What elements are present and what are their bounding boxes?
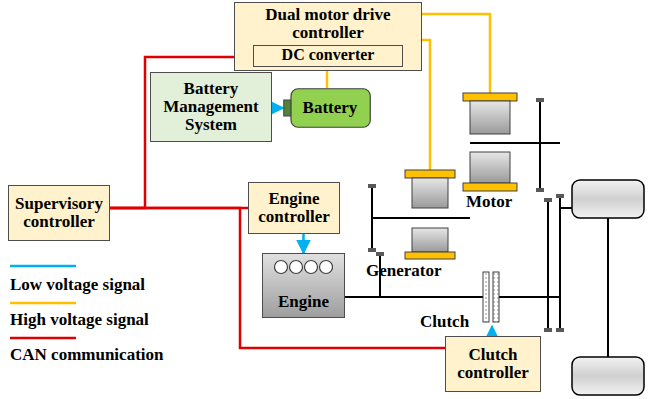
node-text: Engine <box>278 293 329 311</box>
controller-box: Clutch controller <box>445 336 541 392</box>
part-label: Clutch <box>420 313 469 332</box>
gear-teeth <box>368 98 564 332</box>
signal-line <box>272 107 283 110</box>
shafts <box>345 100 608 376</box>
node-text: Battery <box>303 99 358 117</box>
legend-line <box>10 337 76 340</box>
legend-text: CAN communication <box>10 346 163 365</box>
node-text: DC converter <box>282 47 375 64</box>
cylinder-symbols <box>273 258 333 276</box>
controller-box: Engine controller <box>248 182 340 234</box>
battery-shape: Battery <box>283 88 371 128</box>
node-text: Dual motor drive controller <box>239 6 417 42</box>
wheel <box>572 180 644 395</box>
legend-line <box>10 302 76 305</box>
generator-symbol <box>405 170 455 259</box>
controller-box: Supervisory controller <box>8 185 110 241</box>
node-text: Clutch controller <box>450 346 536 382</box>
node-text: Engine controller <box>253 190 335 226</box>
clutch-symbol <box>483 272 499 322</box>
part-label: Motor <box>466 193 512 212</box>
legend-line <box>10 265 76 268</box>
clutch-signal <box>491 326 493 336</box>
node-text: Supervisory controller <box>13 195 105 231</box>
engine-box: Engine <box>262 253 345 318</box>
controller-box: Dual motor drive controller DC converter <box>234 2 422 71</box>
motor-symbol <box>463 93 517 191</box>
bms-box: Battery Management System <box>150 72 272 142</box>
signal-line <box>302 234 305 253</box>
hv-wire <box>422 14 490 93</box>
legend-text: High voltage signal <box>10 311 149 330</box>
converter-box: DC converter <box>253 45 403 67</box>
node-text: Battery Management System <box>155 80 267 134</box>
hv-wire <box>422 40 430 170</box>
part-label: Generator <box>366 262 442 281</box>
legend-text: Low voltage signal <box>10 276 145 295</box>
